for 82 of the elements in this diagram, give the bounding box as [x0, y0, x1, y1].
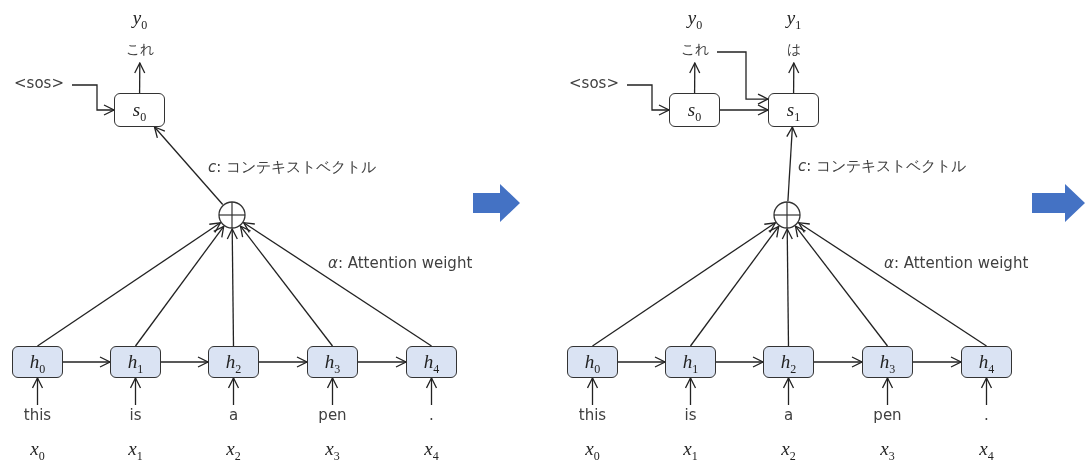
arrow — [626, 84, 670, 116]
arrow — [62, 356, 111, 368]
arrow — [227, 377, 240, 406]
input-variable: x$_{0}$ — [29, 438, 46, 464]
edge-label: α: Attention weight — [882, 254, 1031, 272]
arrow — [36, 222, 222, 347]
edge-label: c: コンテキストベクトル — [796, 157, 969, 176]
arrow — [617, 356, 666, 368]
input-word: is — [110, 405, 161, 429]
input-variable: x$_{3}$ — [879, 438, 896, 464]
arrow — [786, 126, 798, 202]
edge-label: α: Attention weight — [326, 254, 475, 272]
hidden-state-box: h$_{2}$ — [208, 346, 259, 378]
hidden-state-box: h$_{3}$ — [862, 346, 913, 378]
input-variable: x$_{2}$ — [780, 438, 797, 464]
output-word: は — [787, 39, 801, 59]
arrow — [716, 51, 769, 105]
hidden-state-box: h$_{4}$ — [406, 346, 457, 378]
arrow — [798, 222, 988, 347]
arrow — [689, 225, 780, 347]
arrow — [243, 222, 433, 347]
input-variable: x$_{1}$ — [682, 438, 699, 464]
arrow — [134, 62, 146, 94]
edge-label: c: コンテキストベクトル — [206, 158, 379, 177]
arrow — [129, 377, 142, 406]
output-variable: y$_{0}$ — [132, 6, 148, 34]
input-word: a — [763, 405, 814, 429]
input-word: . — [406, 405, 457, 429]
arrow — [357, 356, 407, 368]
arrow — [912, 356, 962, 368]
output-variable: y$_{0}$ — [687, 6, 703, 34]
output-word: これ — [126, 39, 154, 59]
arrow — [881, 377, 894, 406]
state-box: s$_{0}$ — [669, 93, 720, 127]
output-variable: y$_{1}$ — [786, 6, 802, 34]
arrow — [239, 225, 334, 347]
arrow — [782, 377, 795, 406]
input-word: . — [961, 405, 1012, 429]
arrow — [425, 377, 438, 406]
input-variable: x$_{4}$ — [423, 438, 440, 464]
hidden-state-box: h$_{1}$ — [665, 346, 716, 378]
input-word: is — [665, 405, 716, 429]
hidden-state-box: h$_{1}$ — [110, 346, 161, 378]
arrow — [226, 228, 238, 347]
start-token: <sos> — [561, 75, 627, 95]
arrow — [591, 222, 777, 347]
input-word: pen — [862, 405, 913, 429]
start-token: <sos> — [6, 75, 72, 95]
input-word: this — [567, 405, 618, 429]
hidden-state-box: h$_{4}$ — [961, 346, 1012, 378]
hidden-state-box: h$_{3}$ — [307, 346, 358, 378]
hidden-state-box: h$_{2}$ — [763, 346, 814, 378]
input-word: pen — [307, 405, 358, 429]
arrow — [160, 356, 209, 368]
arrow — [719, 104, 769, 116]
state-box: s$_{0}$ — [114, 93, 165, 127]
arrow — [794, 225, 889, 347]
arrow — [71, 84, 115, 116]
arrow — [715, 356, 764, 368]
input-variable: x$_{2}$ — [225, 438, 242, 464]
hidden-state-box: h$_{0}$ — [567, 346, 618, 378]
hidden-state-box: h$_{0}$ — [12, 346, 63, 378]
arrow — [326, 377, 339, 406]
output-word: これ — [681, 39, 709, 59]
input-word: this — [12, 405, 63, 429]
arrow — [153, 126, 224, 206]
arrow — [586, 377, 599, 406]
input-word: a — [208, 405, 259, 429]
arrow — [788, 62, 800, 94]
arrow — [813, 356, 863, 368]
arrow — [31, 377, 44, 406]
input-variable: x$_{3}$ — [324, 438, 341, 464]
arrow — [258, 356, 308, 368]
state-box: s$_{1}$ — [768, 93, 819, 127]
input-variable: x$_{4}$ — [978, 438, 995, 464]
arrow — [980, 377, 993, 406]
arrow — [689, 62, 701, 94]
arrow — [134, 225, 225, 347]
arrow — [684, 377, 697, 406]
input-variable: x$_{0}$ — [584, 438, 601, 464]
arrow — [781, 228, 793, 347]
input-variable: x$_{1}$ — [127, 438, 144, 464]
